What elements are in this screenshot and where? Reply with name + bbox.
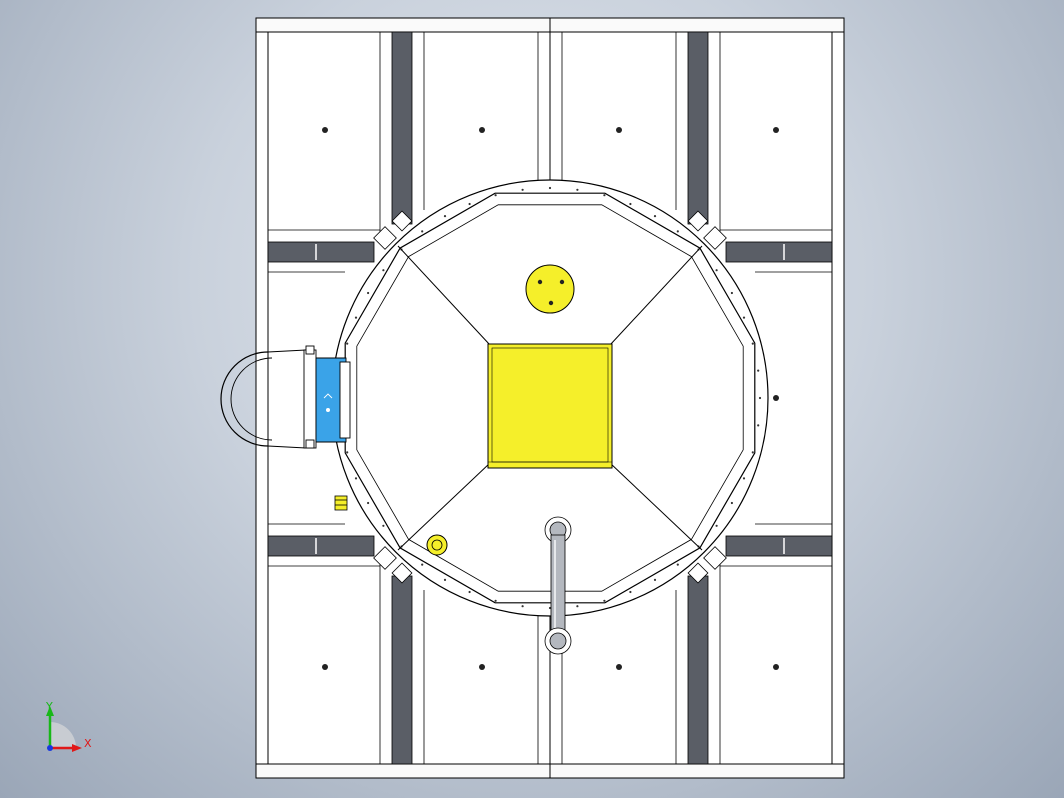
rim-bolt-hole <box>468 590 471 594</box>
rim-bolt-hole <box>742 477 746 480</box>
rim-bolt-hole <box>354 477 358 480</box>
rim-bolt-hole <box>367 501 370 505</box>
rim-bolt-hole <box>653 578 657 582</box>
rim-bolt-hole <box>715 524 718 527</box>
rim-bolt-hole <box>354 316 358 319</box>
rim-bolt-hole <box>421 230 424 233</box>
rim-bolt-hole <box>421 563 424 566</box>
rim-bolt-hole <box>603 194 606 197</box>
rim-bolt-hole <box>443 215 447 218</box>
rim-bolt-hole <box>468 202 471 206</box>
diagonal-dividers <box>397 245 703 551</box>
rim-bolt-hole <box>676 563 679 566</box>
rim-bolt-hole <box>751 451 754 454</box>
rim-bolt-hole <box>576 605 579 608</box>
side-hopper[interactable] <box>220 345 351 449</box>
rim-bolt-hole <box>629 590 632 594</box>
coordinate-triad[interactable]: X Y <box>45 700 92 752</box>
rim-bolt-hole <box>346 342 349 345</box>
rim-bolt-hole <box>548 186 552 190</box>
rim-bolt-hole <box>382 269 385 272</box>
center-yellow-plate[interactable] <box>487 343 613 469</box>
rim-bolt-hole <box>494 599 497 602</box>
y-axis-label: Y <box>45 700 53 713</box>
rim-bolt-hole <box>757 369 760 372</box>
rim-bolt-hole <box>521 605 524 608</box>
rim-bolt-hole <box>653 215 657 218</box>
rim-bolt-hole <box>382 524 385 527</box>
rim-bolt-hole <box>676 230 679 233</box>
small-yellow-port[interactable] <box>426 534 448 556</box>
rim-bolt-hole <box>521 188 524 191</box>
rim-bolt-hole <box>576 188 579 191</box>
ladder-bracket <box>334 495 348 511</box>
rim-bolt-hole <box>730 501 734 505</box>
vertical-pipe[interactable] <box>544 516 572 655</box>
rim-bolt-hole <box>494 194 497 197</box>
horizontal-slots <box>267 241 833 557</box>
rim-bolt-hole <box>757 424 760 427</box>
rim-bolt-hole <box>443 578 447 582</box>
rim-bolt-hole <box>367 291 370 295</box>
rim-bolt-hole <box>730 291 734 295</box>
rim-bolt-hole <box>603 599 606 602</box>
vertical-slots <box>391 31 709 765</box>
panel-grid <box>268 32 832 764</box>
corner-brackets <box>373 210 727 584</box>
rim-bolt-hole <box>715 269 718 272</box>
top-yellow-port[interactable] <box>525 264 575 314</box>
rim-bolt-hole <box>548 606 552 610</box>
slot-markers <box>315 244 785 554</box>
rim-bolt-hole <box>742 316 746 319</box>
rim-bolt-hole <box>751 342 754 345</box>
rim-bolt-hole <box>629 202 632 206</box>
vessel-inner-polygon <box>356 204 744 592</box>
rim-bolt-hole <box>346 451 349 454</box>
panel-bolts <box>322 127 779 670</box>
rim-bolt-hole <box>758 396 762 400</box>
x-axis-label: X <box>84 737 92 750</box>
